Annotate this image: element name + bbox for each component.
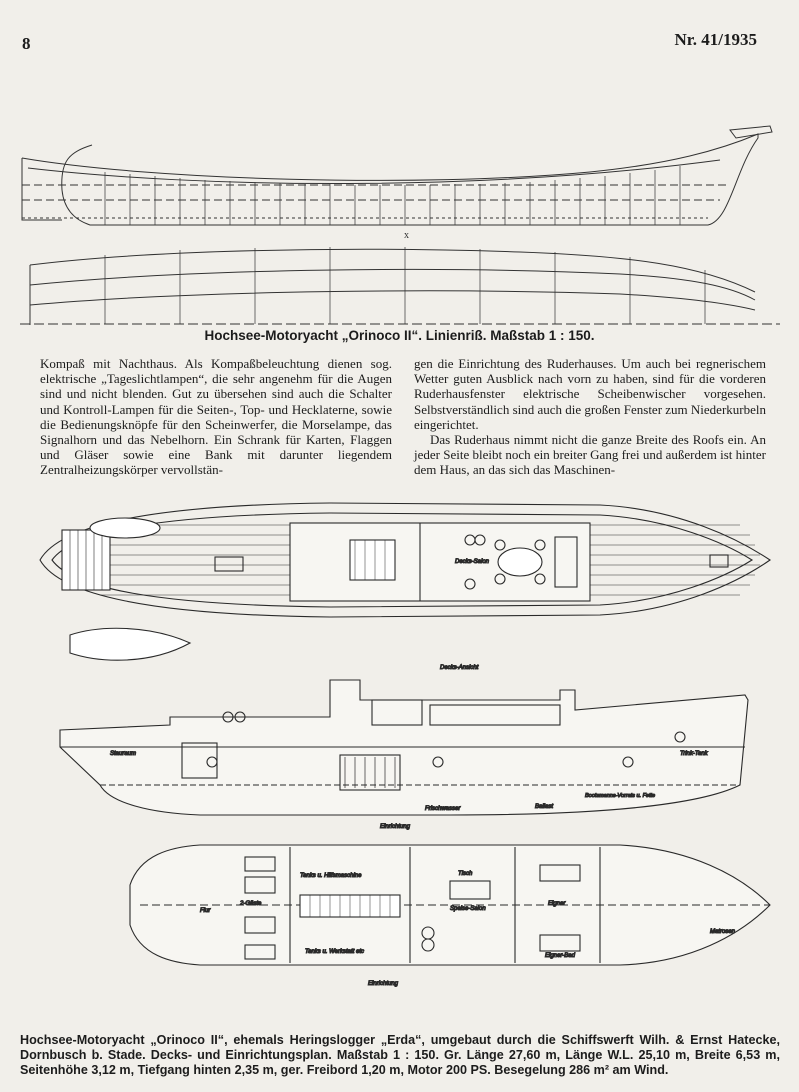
lines-plan-caption: Hochsee-Motoryacht „Orinoco II“. Linienr… bbox=[204, 328, 595, 343]
label-speise-salon: Speise-Salon bbox=[450, 906, 486, 912]
deck-arrangement-drawing: Decks-Salon Decks-Ansicht Stauraum Trink… bbox=[39, 502, 771, 988]
plan-caption: Hochsee-Motoryacht „Orinoco II“, ehemals… bbox=[20, 1033, 780, 1077]
body-column-right: gen die Einrichtung des Ruderhauses. Um … bbox=[414, 356, 766, 478]
label-eigner-bad: Eigner-Bad bbox=[545, 953, 576, 959]
body-text: Kompaß mit Nachthaus. Als Kompaßbeleucht… bbox=[40, 356, 766, 478]
svg-text:x: x bbox=[404, 230, 409, 241]
label-frischwasser: Frischwasser bbox=[425, 806, 461, 812]
issue-number: Nr. 41/1935 bbox=[674, 30, 758, 49]
paragraph: Das Ruderhaus nimmt nicht die ganze Brei… bbox=[414, 432, 766, 478]
page-number: 8 bbox=[22, 34, 31, 53]
label-tisch: Tisch bbox=[458, 871, 473, 877]
paragraph: gen die Einrichtung des Ruderhauses. Um … bbox=[414, 356, 766, 432]
label-decks-salon: Decks-Salon bbox=[455, 559, 490, 565]
lines-plan-drawing: x bbox=[20, 125, 780, 325]
paragraph: Kompaß mit Nachthaus. Als Kompaßbeleucht… bbox=[40, 356, 392, 478]
label-stauraum: Stauraum bbox=[110, 751, 136, 757]
label-tanks-hilfsmaschine: Tanks u. Hilfsmaschine bbox=[300, 873, 362, 879]
label-decks-ansicht: Decks-Ansicht bbox=[440, 665, 479, 671]
label-matrosen: Matrosen bbox=[710, 929, 736, 935]
label-eigner: Eigner bbox=[548, 901, 566, 907]
label-tanks-werkstatt: Tanks u. Werkstatt etc bbox=[305, 949, 364, 955]
label-einrichtung-1: Einrichtung bbox=[380, 824, 411, 830]
label-einrichtung-2: Einrichtung bbox=[368, 981, 399, 987]
label-trink-tank: Trink-Tank bbox=[680, 751, 709, 757]
label-bootsmann: Bootsmanns-Vorrats u. Fette bbox=[585, 793, 655, 799]
body-column-left: Kompaß mit Nachthaus. Als Kompaßbeleucht… bbox=[40, 356, 392, 478]
label-2-gaeste: 2-Gäste bbox=[239, 901, 262, 907]
label-ballast: Ballast bbox=[535, 804, 553, 810]
label-flur: Flur bbox=[200, 908, 211, 914]
